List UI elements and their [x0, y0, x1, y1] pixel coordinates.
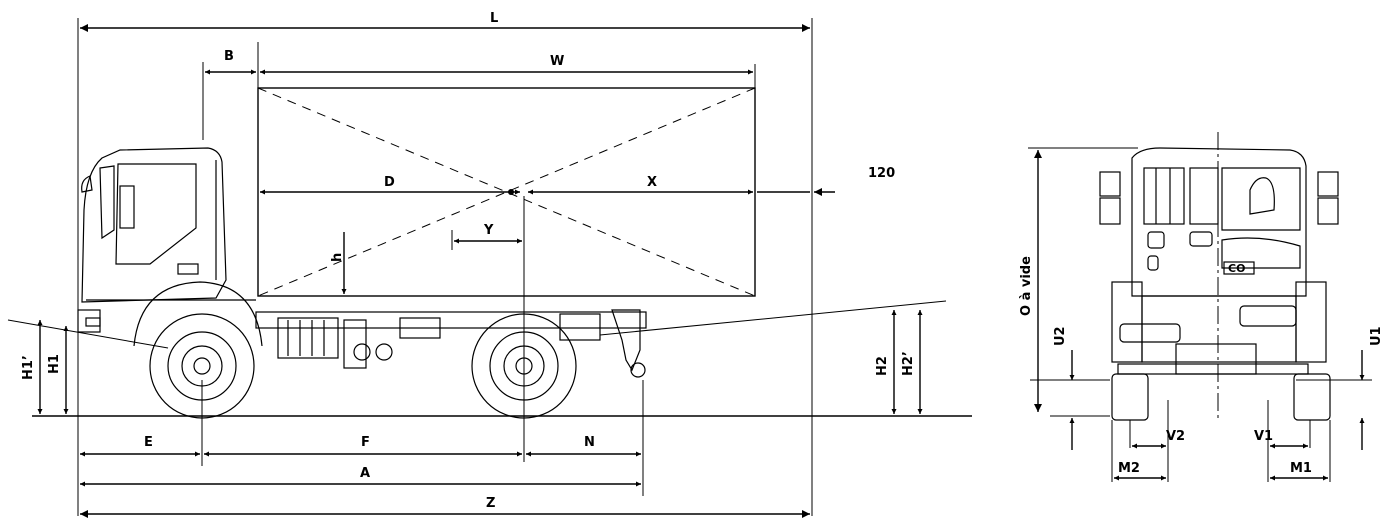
headlight-cluster: [1239, 305, 1297, 327]
label-H2p: H2’: [901, 351, 916, 376]
chassis-component: [399, 317, 441, 339]
engine-bay: [1141, 295, 1297, 363]
label-Y: Y: [483, 223, 494, 238]
label-X: X: [647, 175, 657, 190]
label-B: B: [224, 49, 234, 64]
truck-side-drawing: [77, 147, 647, 419]
cab-window: [115, 163, 197, 265]
rear-rim-outer: [489, 331, 559, 401]
label-O: O à vide: [1019, 256, 1034, 316]
tow-hitch: [630, 362, 646, 378]
left-windshield: [1143, 167, 1185, 225]
label-D: D: [384, 175, 395, 190]
cab-outline: [81, 147, 227, 303]
indicator: [1147, 255, 1159, 271]
driver-seat: [1249, 177, 1275, 215]
logo-plate: [1223, 261, 1255, 275]
right-mirror-lower: [1317, 197, 1339, 225]
front-rim-outer: [167, 331, 237, 401]
body-diagonal-2: [257, 87, 756, 297]
cab-front-outline: [1131, 147, 1307, 297]
label-L: L: [490, 11, 498, 26]
approach-angle-line: [7, 319, 169, 349]
left-mirror-lower: [1099, 197, 1121, 225]
right-windshield: [1221, 167, 1301, 231]
label-W: W: [550, 54, 564, 69]
label-H1: H1: [47, 354, 62, 374]
rear-hub: [515, 357, 533, 375]
side-mirror: [81, 175, 93, 193]
label-120: 120: [868, 166, 895, 181]
left-fender: [1111, 281, 1143, 363]
battery-box: [277, 317, 339, 359]
rear-rim-inner: [503, 345, 545, 387]
front-axle: [1117, 363, 1309, 375]
front-hub: [193, 357, 211, 375]
label-M2: M2: [1118, 461, 1140, 476]
headlight: [85, 317, 101, 327]
spare-drum-2: [375, 343, 393, 361]
right-fender: [1295, 281, 1327, 363]
label-N: N: [584, 435, 595, 450]
label-E: E: [144, 435, 153, 450]
label-Z: Z: [486, 496, 495, 511]
label-H2: H2: [875, 356, 890, 376]
label-H1p: H1’: [21, 355, 36, 380]
door-handle: [177, 263, 199, 275]
label-A: A: [360, 466, 370, 481]
departure-angle-line: [599, 300, 947, 336]
label-V1: V1: [1254, 429, 1273, 444]
grille-upper: [1221, 237, 1301, 269]
body-diagonal-1: [257, 87, 756, 297]
axle-differential: [1175, 343, 1257, 375]
label-U2: U2: [1053, 326, 1068, 346]
rear-tire: [471, 313, 577, 419]
front-bumper: [77, 309, 101, 333]
right-front-tire: [1293, 373, 1331, 421]
left-light-1: [1147, 231, 1165, 249]
label-h: h: [330, 253, 345, 262]
center-of-gravity-mark: [508, 189, 514, 195]
body-outline: [257, 87, 756, 297]
left-light-2: [1189, 231, 1213, 247]
cab-door-front: [99, 165, 115, 240]
left-front-tire: [1111, 373, 1149, 421]
rear-spring-mount: [559, 313, 601, 341]
front-tire: [149, 313, 255, 419]
front-view: O à vide U2 U1 CO: [1019, 132, 1381, 482]
rear-tow-bracket: [611, 309, 641, 372]
front-rim-inner: [181, 345, 223, 387]
front-bumper-left: [1119, 323, 1181, 343]
fuel-tank: [343, 319, 367, 369]
label-F: F: [361, 435, 370, 450]
badge-text: CO: [1228, 262, 1245, 275]
left-mirror-upper: [1099, 171, 1121, 197]
label-V2: V2: [1166, 429, 1185, 444]
chassis-rail: [255, 311, 647, 329]
front-wheel-arch: [133, 281, 263, 347]
mirror-arm: [119, 185, 135, 229]
center-windshield: [1189, 167, 1219, 225]
label-U1: U1: [1369, 326, 1381, 346]
truck-front-drawing: CO: [1099, 147, 1339, 421]
label-M1: M1: [1290, 461, 1312, 476]
right-mirror-upper: [1317, 171, 1339, 197]
side-view: L B W D X 120 Y h: [7, 11, 972, 518]
spare-drum-1: [353, 343, 371, 361]
